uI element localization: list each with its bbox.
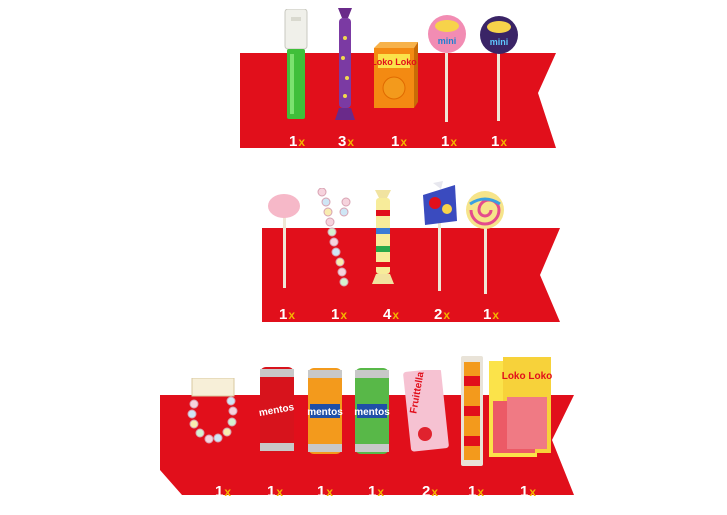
chupa-mini-purple-label: mini [490,37,509,47]
qty-wrapped-candy-roll: 4x [382,306,400,323]
qty-mentos-red: 1x [266,483,284,500]
qty-whistle-candy: 1x [288,133,306,150]
sour-belt-stick-icon[interactable] [459,356,485,468]
fruittella-stick-icon[interactable]: Fruittella [403,370,451,452]
qty-chupa-pink: 1x [440,133,458,150]
qty-candy-bracelet: 1x [214,483,232,500]
mentos-green-icon[interactable]: mentos [353,368,391,456]
whistle-candy-icon[interactable] [283,9,309,121]
mentos-green-label: mentos [354,407,390,418]
mentos-red-icon[interactable]: mentos [258,367,296,455]
candy-bracelet-icon[interactable] [186,378,244,452]
qty-pink-lollipop: 1x [278,306,296,323]
ribbon-row-2 [262,228,560,322]
qty-fruittella: 2x [421,483,439,500]
qty-loko-loko-box: 1x [390,133,408,150]
loko-loko-box-icon[interactable]: Loko Loko [374,42,418,110]
qty-chupa-purple: 1x [490,133,508,150]
twist-candy-stick-icon[interactable] [334,8,356,120]
qty-twist-candy-stick: 3x [337,133,355,150]
qty-mentos-green: 1x [367,483,385,500]
chupa-chups-mini-pink-icon[interactable]: mini [427,14,467,122]
ribbon-row-1-bottom-left [240,148,270,158]
chupa-chups-mini-purple-icon[interactable]: mini [479,15,519,121]
qty-candy-necklace: 1x [330,306,348,323]
qty-loko-loko-pack: 1x [519,483,537,500]
candy-necklace-icon[interactable] [316,188,352,292]
mentos-orange-label: mentos [307,407,343,418]
swirl-lollipop-icon[interactable] [464,190,506,294]
qty-mentos-orange: 1x [316,483,334,500]
loko-loko-pack-icon[interactable]: Loko Loko [487,357,553,459]
chupa-mini-pink-label: mini [438,36,457,46]
wrapped-lollipop-icon[interactable] [419,181,459,291]
pink-lollipop-icon[interactable] [268,192,302,288]
loko-loko-box-label: Loko Loko [374,57,417,67]
loko-loko-pack-label: Loko Loko [502,371,553,382]
mentos-orange-icon[interactable]: mentos [306,368,344,456]
qty-wrapped-lollipop: 2x [433,306,451,323]
ribbon-row-2-tail [262,322,300,330]
qty-swirl-lollipop: 1x [482,306,500,323]
wrapped-candy-roll-icon[interactable] [372,190,394,284]
qty-sour-belt: 1x [467,483,485,500]
